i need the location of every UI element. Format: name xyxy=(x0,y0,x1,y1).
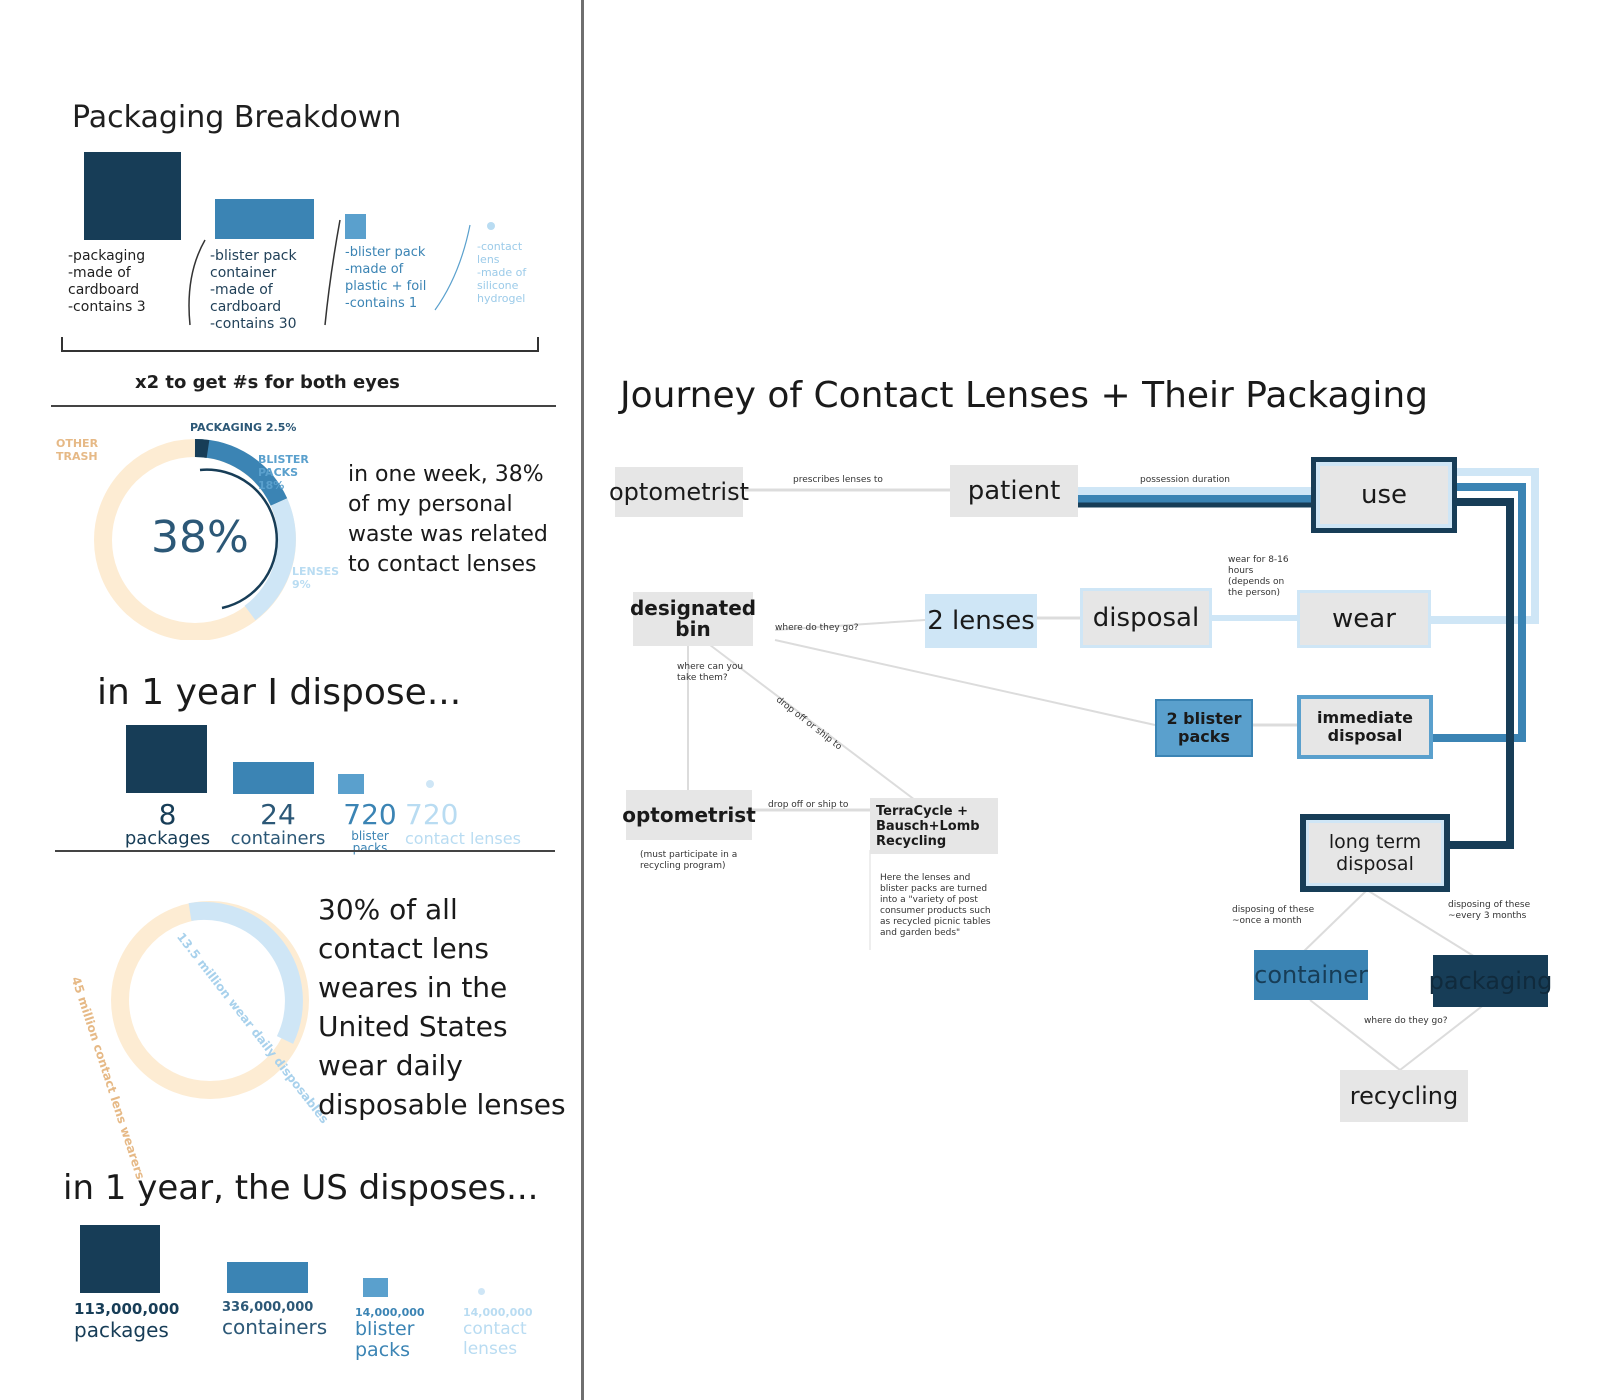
us-blister-block xyxy=(363,1278,388,1297)
us-lenses-label: contact lenses xyxy=(463,1319,527,1359)
us-year-title: in 1 year, the US disposes... xyxy=(63,1168,539,1208)
blister-container-block xyxy=(215,199,314,239)
inner-38-arc xyxy=(199,468,279,610)
node-terracycle: TerraCycle + Bausch+Lomb Recycling xyxy=(870,798,998,854)
us-containers-block xyxy=(227,1262,308,1293)
node-wear: wear xyxy=(1297,590,1431,648)
us-containers-label: containers xyxy=(222,1315,328,1339)
us-containers-value: 336,000,000 xyxy=(222,1300,314,1315)
us-blister-value: 14,000,000 xyxy=(355,1306,425,1319)
lens-dot xyxy=(487,222,495,230)
blister-pack-block xyxy=(345,214,366,239)
personal-packages-block xyxy=(126,725,207,793)
edge-where-take: where can you take them? xyxy=(677,662,744,683)
node-recycling: recycling xyxy=(1340,1070,1468,1122)
packaging-note: -packaging -made of cardboard -contains … xyxy=(68,248,146,315)
personal-containers-block xyxy=(233,762,314,794)
packaging-share-label: PACKAGING 2.5% xyxy=(190,421,297,434)
personal-blister-value: 720 xyxy=(343,798,397,831)
us-blister-label: blister packs xyxy=(355,1318,415,1361)
personal-item-1: 8 packages xyxy=(115,800,220,848)
edge-packaging-frequency: disposing of these ~every 3 months xyxy=(1448,900,1531,921)
week-center-percent: 38% xyxy=(151,512,249,563)
packaging-breakdown-title: Packaging Breakdown xyxy=(72,100,402,135)
lens-note: -contact lens -made of silicone hydrogel xyxy=(477,240,527,305)
personal-item-2: 24 containers xyxy=(228,800,328,848)
node-two-blister: 2 blister packs xyxy=(1155,699,1253,757)
us-packages-label: packages xyxy=(74,1318,169,1342)
lens-share-label: LENSES 9% xyxy=(292,565,340,591)
edge-wear-hours: wear for 8-16 hours (depends on the pers… xyxy=(1228,555,1289,598)
edge-where-go: where do they go? xyxy=(775,623,859,633)
personal-packages-label: packages xyxy=(124,828,211,849)
us-item-3: 14,000,000 blister packs xyxy=(355,1306,455,1361)
personal-lenses-label: contact lenses xyxy=(405,829,521,848)
us-packages-block xyxy=(80,1225,160,1293)
week-waste-ring xyxy=(94,438,296,640)
other-trash-label: OTHER TRASH xyxy=(56,437,99,463)
node-two-lenses: 2 lenses xyxy=(925,594,1037,648)
us-item-2: 336,000,000 containers xyxy=(222,1300,332,1339)
blister-container-note: -blister pack container -made of cardboa… xyxy=(210,248,297,332)
personal-year-title: in 1 year I dispose... xyxy=(97,672,462,713)
us-lens-dot xyxy=(478,1288,485,1295)
breakdown-connectors xyxy=(61,219,539,352)
node-designated-bin: designated bin xyxy=(630,592,756,646)
panel-divider xyxy=(581,0,584,1400)
blister-share-label: BLISTER PACKS 18% xyxy=(258,453,309,492)
node-long-term-disposal: long term disposal xyxy=(1300,814,1450,892)
us-lenses-value: 14,000,000 xyxy=(463,1306,533,1319)
edge-possession: possession duration xyxy=(1140,475,1230,485)
personal-lens-dot xyxy=(426,780,434,788)
week-statement: in one week, 38% of my personal waste wa… xyxy=(348,462,548,577)
diagram-title: Journey of Contact Lenses + Their Packag… xyxy=(620,375,1429,416)
daily-disposables-arc xyxy=(188,901,303,1044)
node-patient: patient xyxy=(950,465,1078,517)
node-container: container xyxy=(1254,950,1368,1000)
personal-containers-value: 24 xyxy=(260,798,296,831)
personal-blister-block xyxy=(338,774,364,794)
section-rule-1 xyxy=(51,405,556,407)
edge-prescribes: prescribes lenses to xyxy=(793,475,883,485)
terracycle-description: Here the lenses and blister packs are tu… xyxy=(880,873,991,938)
blister-pack-note: -blister pack -made of plastic + foil -c… xyxy=(345,245,427,311)
us-statement: 30% of all contact lens weares in the Un… xyxy=(318,893,566,1121)
node-optometrist-bottom: optometrist xyxy=(622,790,756,840)
node-use: use xyxy=(1311,457,1457,533)
packaging-block xyxy=(84,152,181,240)
us-packages-value: 113,000,000 xyxy=(74,1300,180,1318)
packaging-arc xyxy=(194,439,210,458)
lens-arc xyxy=(244,498,296,621)
personal-item-4: 720 contact lenses xyxy=(405,800,555,848)
node-disposal: disposal xyxy=(1080,588,1212,648)
us-wearers-ring xyxy=(111,901,309,1099)
edge-where-go-bottom: where do they go? xyxy=(1364,1016,1448,1026)
section-rule-2 xyxy=(55,850,555,852)
node-optometrist-top: optometrist xyxy=(609,467,749,517)
eyes-footer: x2 to get #s for both eyes xyxy=(135,372,400,393)
personal-lenses-value: 720 xyxy=(405,798,459,831)
edge-container-frequency: disposing of these ~once a month xyxy=(1232,905,1315,926)
personal-packages-value: 8 xyxy=(158,798,177,831)
edge-drop-off: drop off or ship to xyxy=(768,800,849,810)
us-item-1: 113,000,000 packages xyxy=(74,1300,184,1342)
us-item-4: 14,000,000 contact lenses xyxy=(463,1306,563,1359)
personal-containers-label: containers xyxy=(230,828,326,849)
edge-must-participate: (must participate in a recycling program… xyxy=(640,850,738,871)
node-immediate-disposal: immediate disposal xyxy=(1297,695,1433,759)
node-packaging: packaging xyxy=(1429,955,1552,1007)
